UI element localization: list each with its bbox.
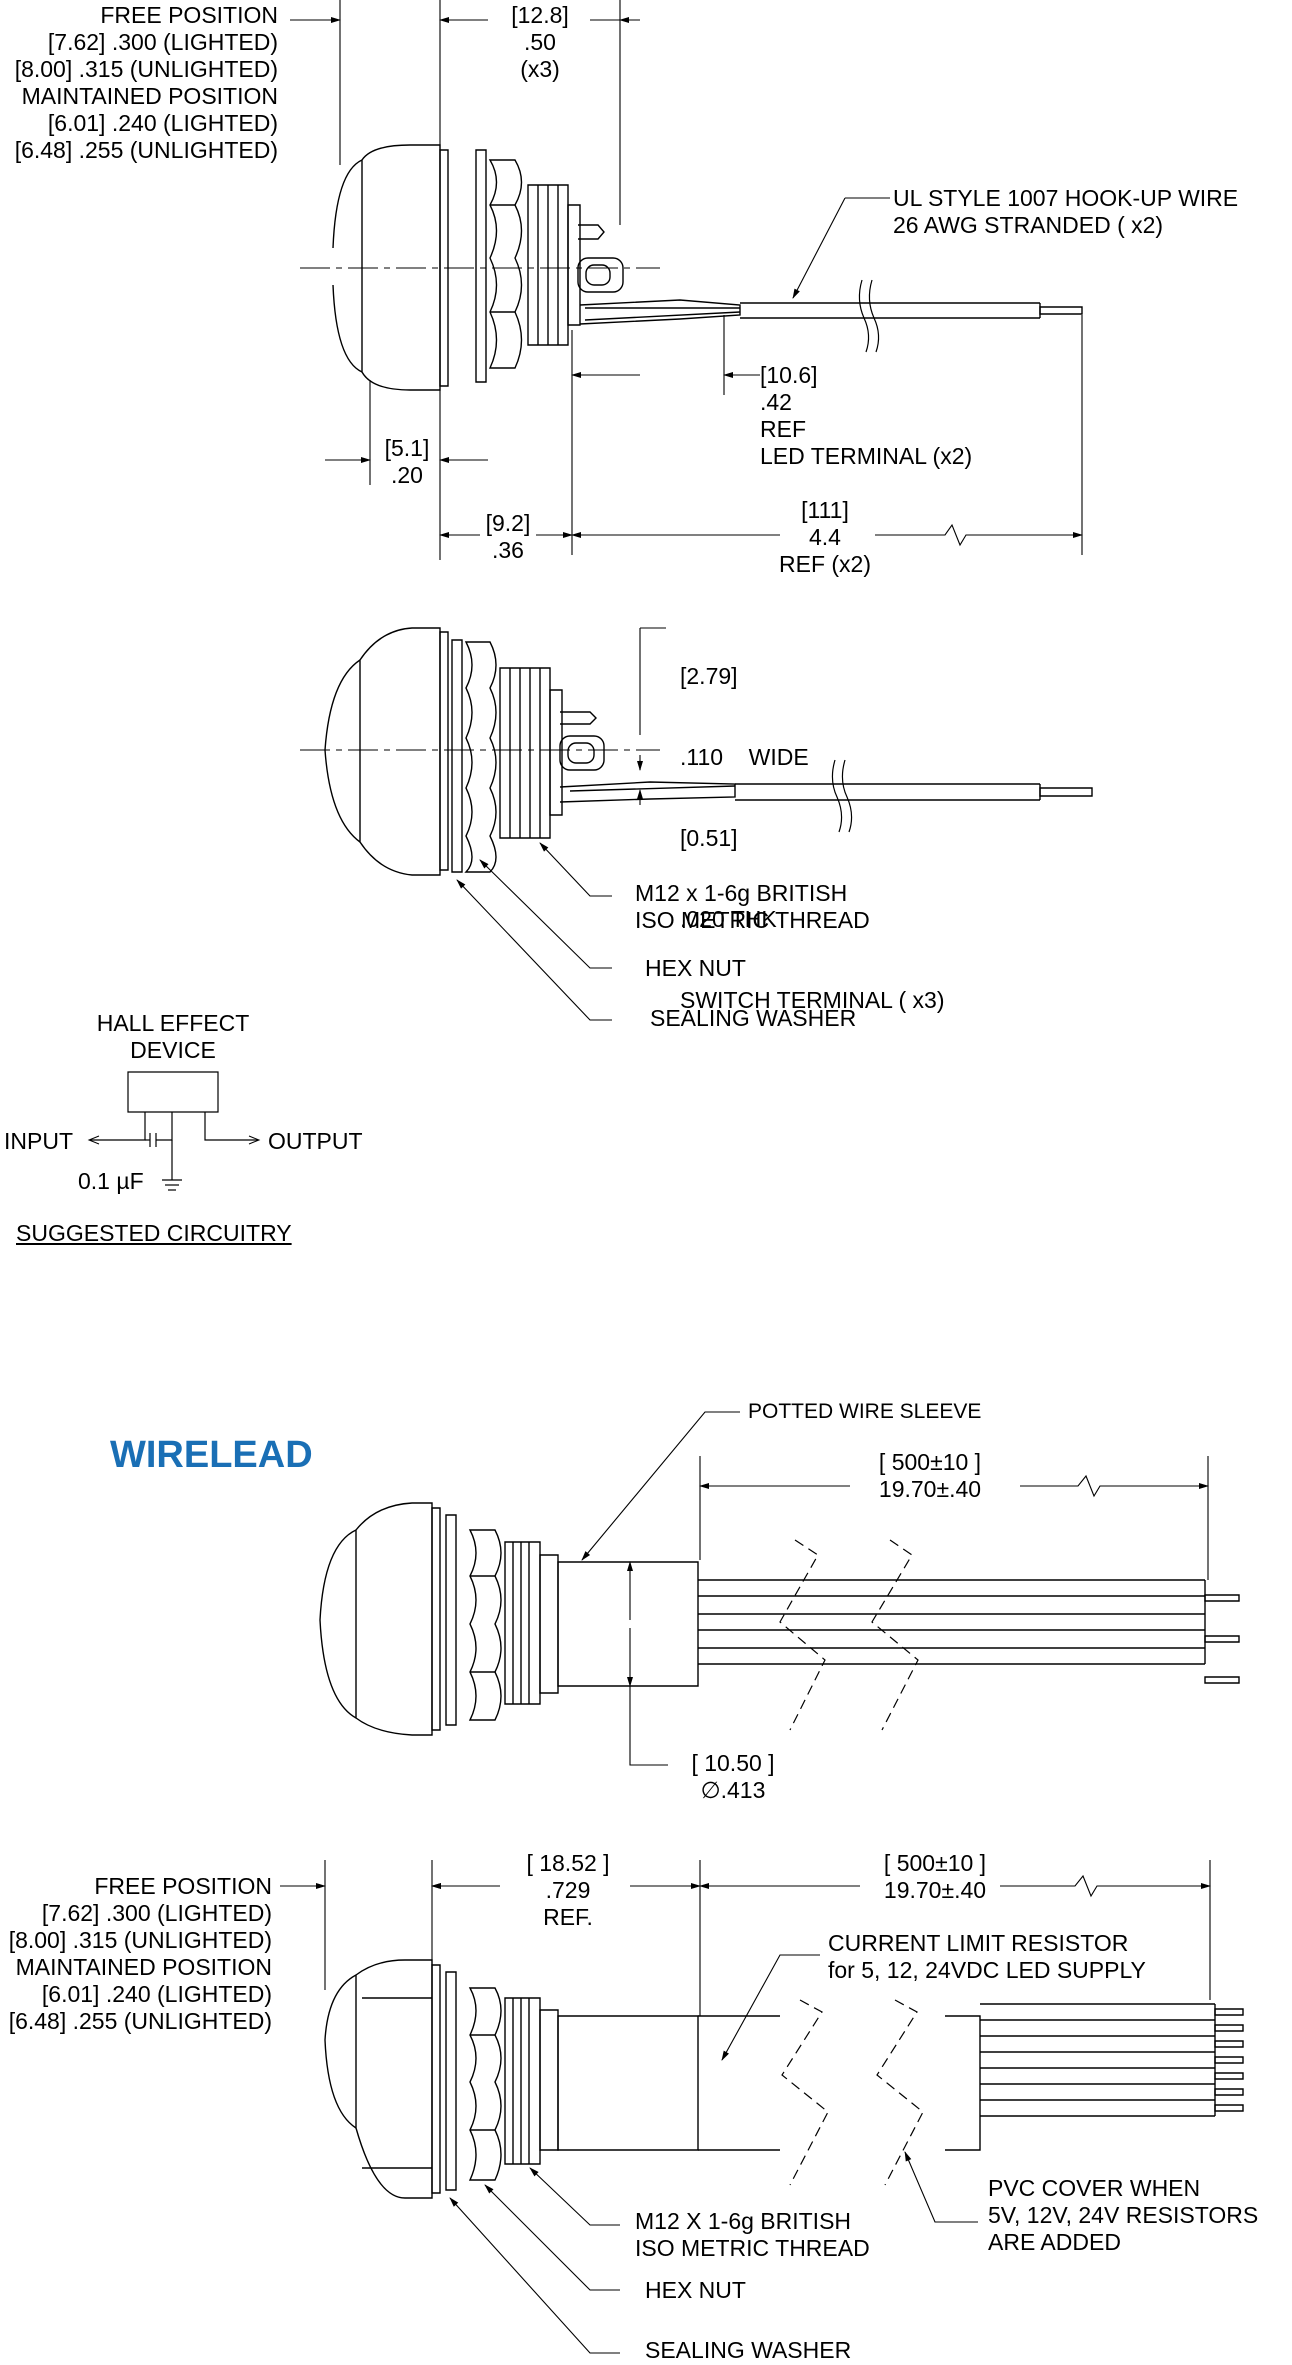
dim-line: .42: [760, 389, 792, 415]
view2-dimensions: [456, 628, 666, 1020]
dim-10-50: [ 10.50 ] ∅.413: [668, 1750, 798, 1804]
thread-note: M12 x 1-6g BRITISH ISO METRIC THREAD: [635, 880, 870, 934]
device-line: DEVICE: [130, 1037, 216, 1063]
dim-line: REF (x2): [779, 551, 871, 577]
dim-18-52: [ 18.52 ] .729 REF.: [500, 1850, 636, 1931]
note-line: 26 AWG STRANDED ( x2): [893, 212, 1164, 238]
view4-body: [325, 1960, 1243, 2198]
dim-line: 4.4: [809, 524, 841, 550]
pvc-cover-note: PVC COVER WHEN 5V, 12V, 24V RESISTORS AR…: [988, 2175, 1258, 2256]
free-position-line: FREE POSITION: [100, 2, 278, 28]
note-line: M12 x 1-6g BRITISH: [635, 880, 848, 906]
note-line: .020 THK: [680, 906, 777, 932]
dim-line: LED TERMINAL (x2): [760, 443, 973, 469]
dim-line: [5.1]: [384, 435, 430, 461]
circuit-schematic: [90, 1072, 258, 1190]
view4-dim-500: [ 500±10 ] 19.70±.40: [845, 1850, 1025, 1904]
dim-line: [ 10.50 ]: [691, 1750, 775, 1776]
potted-sleeve-label: POTTED WIRE SLEEVE: [748, 1400, 982, 1423]
dim-line: [9.2]: [485, 510, 531, 536]
note-line: M12 X 1-6g BRITISH: [635, 2208, 852, 2234]
dim-line: 19.70±.40: [883, 1877, 987, 1903]
note-line: ISO METRIC THREAD: [635, 2235, 870, 2261]
free-position-line: [7.62] .300 (LIGHTED): [41, 1900, 272, 1926]
view1-free-position-block: FREE POSITION [7.62] .300 (LIGHTED) [8.0…: [0, 2, 278, 164]
note-line: ISO METRIC THREAD: [635, 907, 870, 933]
free-position-line: [6.01] .240 (LIGHTED): [41, 1981, 272, 2007]
dim-line: 19.70±.40: [878, 1476, 982, 1502]
switch-terminal-note: [2.79] .110 WIDE [0.51] .020 THK SWITCH …: [680, 609, 945, 1041]
note-line: 5V, 12V, 24V RESISTORS: [988, 2202, 1259, 2228]
dim-line: [ 500±10 ]: [883, 1850, 987, 1876]
dim-111: [111] 4.4 REF (x2): [770, 497, 880, 578]
view2-switch-body: [325, 628, 1092, 875]
free-position-line: FREE POSITION: [94, 1873, 272, 1899]
capacitor-label: 0.1 µF: [78, 1168, 144, 1194]
dim-9-2: [9.2] .36: [470, 510, 546, 564]
circuit-caption: SUGGESTED CIRCUITRY: [16, 1220, 292, 1246]
dim-line: .20: [391, 462, 423, 488]
free-position-line: [8.00] .315 (UNLIGHTED): [14, 56, 278, 82]
note-line: UL STYLE 1007 HOOK-UP WIRE: [893, 185, 1239, 211]
current-limit-resistor-note: CURRENT LIMIT RESISTOR for 5, 12, 24VDC …: [828, 1930, 1146, 1984]
free-position-line: [8.00] .315 (UNLIGHTED): [8, 1927, 272, 1953]
free-position-line: MAINTAINED POSITION: [21, 83, 278, 109]
note-line: PVC COVER WHEN: [988, 2175, 1201, 2201]
dim-line: (x3): [520, 56, 560, 82]
note-line: ARE ADDED: [988, 2229, 1121, 2255]
view4-dimensions: [280, 1860, 1211, 2353]
view4-sealing-washer-label: SEALING WASHER: [645, 2337, 852, 2363]
note-line: [2.79]: [680, 663, 738, 689]
view3-dim-500: [ 500±10 ] 19.70±.40: [840, 1449, 1020, 1503]
dim-line: .50: [524, 29, 556, 55]
note-line: for 5, 12, 24VDC LED SUPPLY: [828, 1957, 1146, 1983]
input-label: INPUT: [4, 1128, 73, 1154]
free-position-line: [7.62] .300 (LIGHTED): [47, 29, 278, 55]
dim-line: [12.8]: [511, 2, 569, 28]
dim-line: [ 18.52 ]: [526, 1850, 610, 1876]
dim-5-1: [5.1] .20: [372, 435, 442, 489]
dim-line: .729: [545, 1877, 591, 1903]
sealing-washer-label: SEALING WASHER: [650, 1005, 857, 1031]
view3-wirelead-body: [320, 1503, 1239, 1735]
dim-10-6: [10.6] .42 REF LED TERMINAL (x2): [760, 362, 972, 470]
view3-dimensions: [581, 1412, 1209, 1765]
free-position-line: [6.01] .240 (LIGHTED): [47, 110, 278, 136]
free-position-line: [6.48] .255 (UNLIGHTED): [8, 2008, 272, 2034]
note-line: CURRENT LIMIT RESISTOR: [828, 1930, 1129, 1956]
view4-hex-nut-label: HEX NUT: [645, 2277, 746, 2303]
note-line: SWITCH TERMINAL ( x3): [680, 987, 945, 1013]
free-position-line: MAINTAINED POSITION: [15, 1954, 272, 1980]
dim-12-8: [12.8] .50 (x3): [500, 2, 580, 83]
view4-thread-note: M12 X 1-6g BRITISH ISO METRIC THREAD: [635, 2208, 870, 2262]
dim-line: .36: [492, 537, 524, 563]
hookup-wire-note: UL STYLE 1007 HOOK-UP WIRE 26 AWG STRAND…: [893, 185, 1238, 239]
dim-line: REF.: [543, 1904, 593, 1930]
wirelead-title: WIRELEAD: [110, 1434, 313, 1476]
note-line: [0.51]: [680, 825, 738, 851]
dim-line: [ 500±10 ]: [878, 1449, 982, 1475]
dim-line: ∅.413: [700, 1777, 766, 1803]
dim-line: [10.6]: [760, 362, 818, 388]
output-label: OUTPUT: [268, 1128, 363, 1154]
view4-free-position-block: FREE POSITION [7.62] .300 (LIGHTED) [8.0…: [0, 1873, 272, 2035]
view1-switch-body: [333, 145, 1082, 390]
note-line: .110 WIDE: [680, 744, 809, 770]
hex-nut-label: HEX NUT: [645, 955, 746, 981]
dim-line: REF: [760, 416, 806, 442]
hall-effect-label: HALL EFFECT DEVICE: [70, 1010, 276, 1064]
view1-dimensions: [290, 0, 1083, 560]
free-position-line: [6.48] .255 (UNLIGHTED): [14, 137, 278, 163]
device-line: HALL EFFECT: [96, 1010, 250, 1036]
dim-line: [111]: [801, 497, 849, 523]
